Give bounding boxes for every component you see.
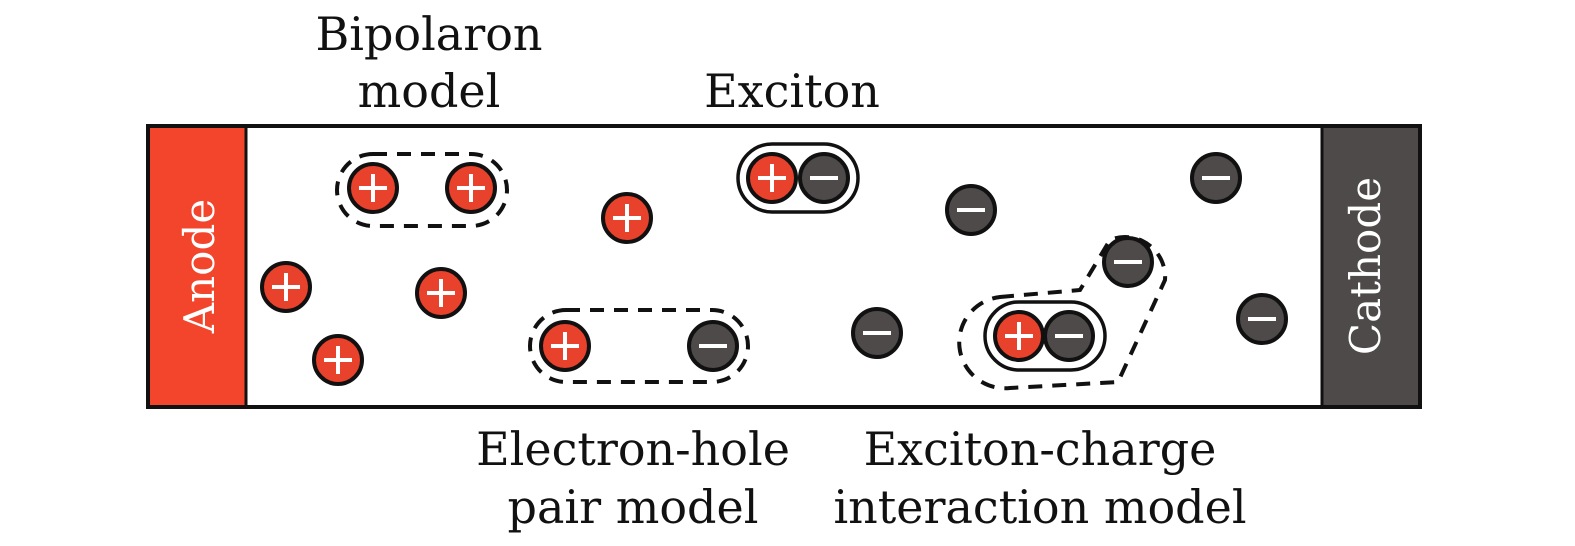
exciton-charge-exciton-boundary (983, 300, 1107, 372)
anode-electrode (150, 128, 246, 405)
hole-particle (993, 310, 1045, 362)
hole-particle (539, 320, 591, 372)
bipolaron-label-line2: model (358, 64, 501, 118)
exciton-boundary (736, 142, 860, 214)
hole-particle (445, 162, 497, 214)
electron-hole-pair-boundary (528, 308, 750, 384)
cathode-electrode (1322, 128, 1418, 405)
hole-particle (312, 334, 364, 386)
exciton-charge-label-line1: Exciton-charge (864, 422, 1217, 476)
electron-particle (1102, 236, 1154, 288)
hole-particle (415, 267, 467, 319)
electron-hole-label-line2: pair model (508, 480, 759, 534)
electron-particle (798, 152, 850, 204)
electron-particle (1043, 310, 1095, 362)
cathode-label: Cathode (1341, 177, 1390, 355)
electron-particle (1236, 293, 1288, 345)
hole-particle (601, 192, 653, 244)
anode-label: Anode (175, 199, 224, 334)
hole-particle (260, 261, 312, 313)
exciton-label: Exciton (704, 64, 880, 118)
particles (260, 152, 1288, 386)
electron-particle (851, 307, 903, 359)
exciton-charge-label-line2: interaction model (833, 480, 1246, 534)
bipolaron-boundary (335, 152, 509, 228)
electron-particle (1190, 152, 1242, 204)
electron-particle (687, 320, 739, 372)
hole-particle (347, 162, 399, 214)
electron-particle (945, 184, 997, 236)
bipolaron-label-line1: Bipolaron (315, 7, 542, 61)
electron-hole-label-line1: Electron-hole (476, 422, 790, 476)
hole-particle (746, 152, 798, 204)
